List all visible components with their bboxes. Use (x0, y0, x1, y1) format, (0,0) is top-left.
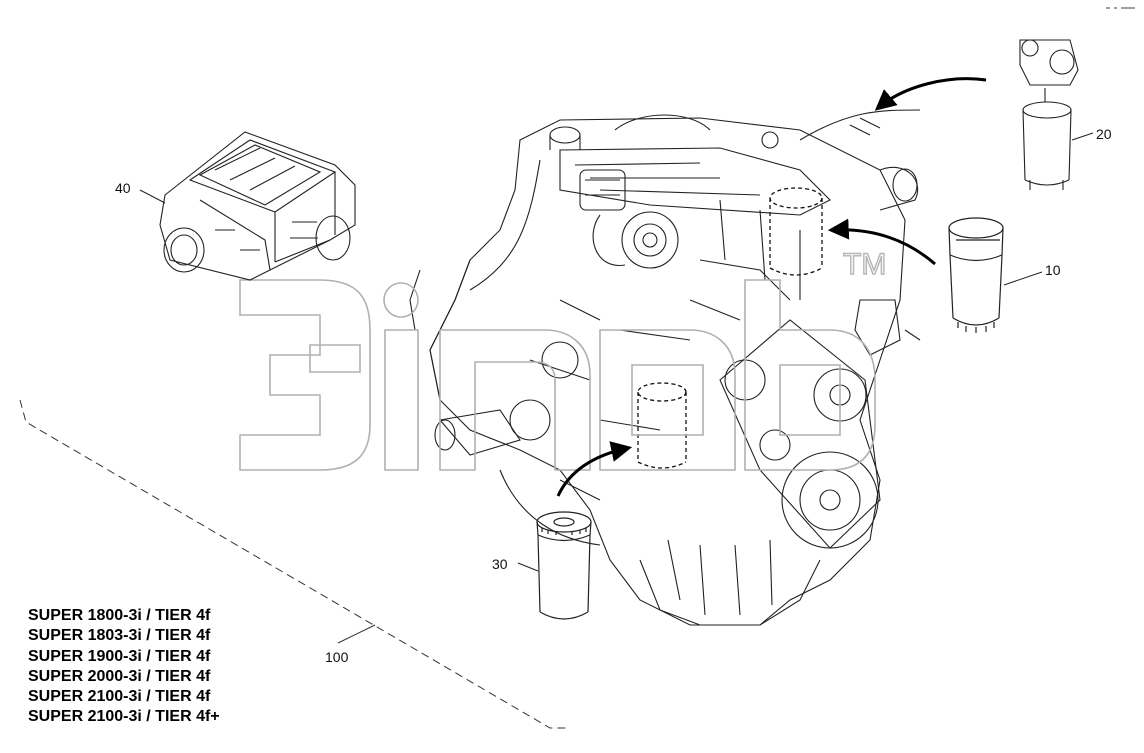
model-item: SUPER 1803-3i / TIER 4f (28, 627, 211, 645)
model-item: SUPER 2100-3i / TIER 4f+ (28, 708, 220, 726)
leader-lines (139, 132, 1094, 572)
filter-location-lower (637, 382, 687, 469)
part-20-filter (1019, 39, 1079, 190)
arrow-20 (874, 77, 987, 111)
watermark-trademark: TM (843, 248, 886, 281)
callout-100: 100 (325, 649, 349, 665)
callout-20: 20 (1096, 126, 1112, 142)
arrows (556, 77, 987, 497)
engine-illustration (409, 109, 921, 626)
model-list: SUPER 1800-3i / TIER 4f SUPER 1803-3i / … (28, 606, 220, 728)
callout-30: 30 (492, 556, 508, 572)
watermark-logo (239, 279, 876, 471)
model-item: SUPER 2000-3i / TIER 4f (28, 667, 211, 685)
filter-location-upper (769, 187, 823, 276)
part-40-module (159, 131, 356, 281)
model-item: SUPER 1900-3i / TIER 4f (28, 647, 211, 665)
part-30-filter (536, 511, 592, 620)
arrow-30 (556, 441, 633, 497)
assembly-boundary-line (19, 399, 568, 729)
callout-40: 40 (115, 180, 131, 196)
model-item: SUPER 2100-3i / TIER 4f (28, 688, 211, 706)
model-item: SUPER 1800-3i / TIER 4f (28, 607, 211, 624)
callout-10: 10 (1045, 262, 1061, 278)
arrow-10 (827, 218, 936, 266)
part-10-filter (948, 217, 1004, 333)
